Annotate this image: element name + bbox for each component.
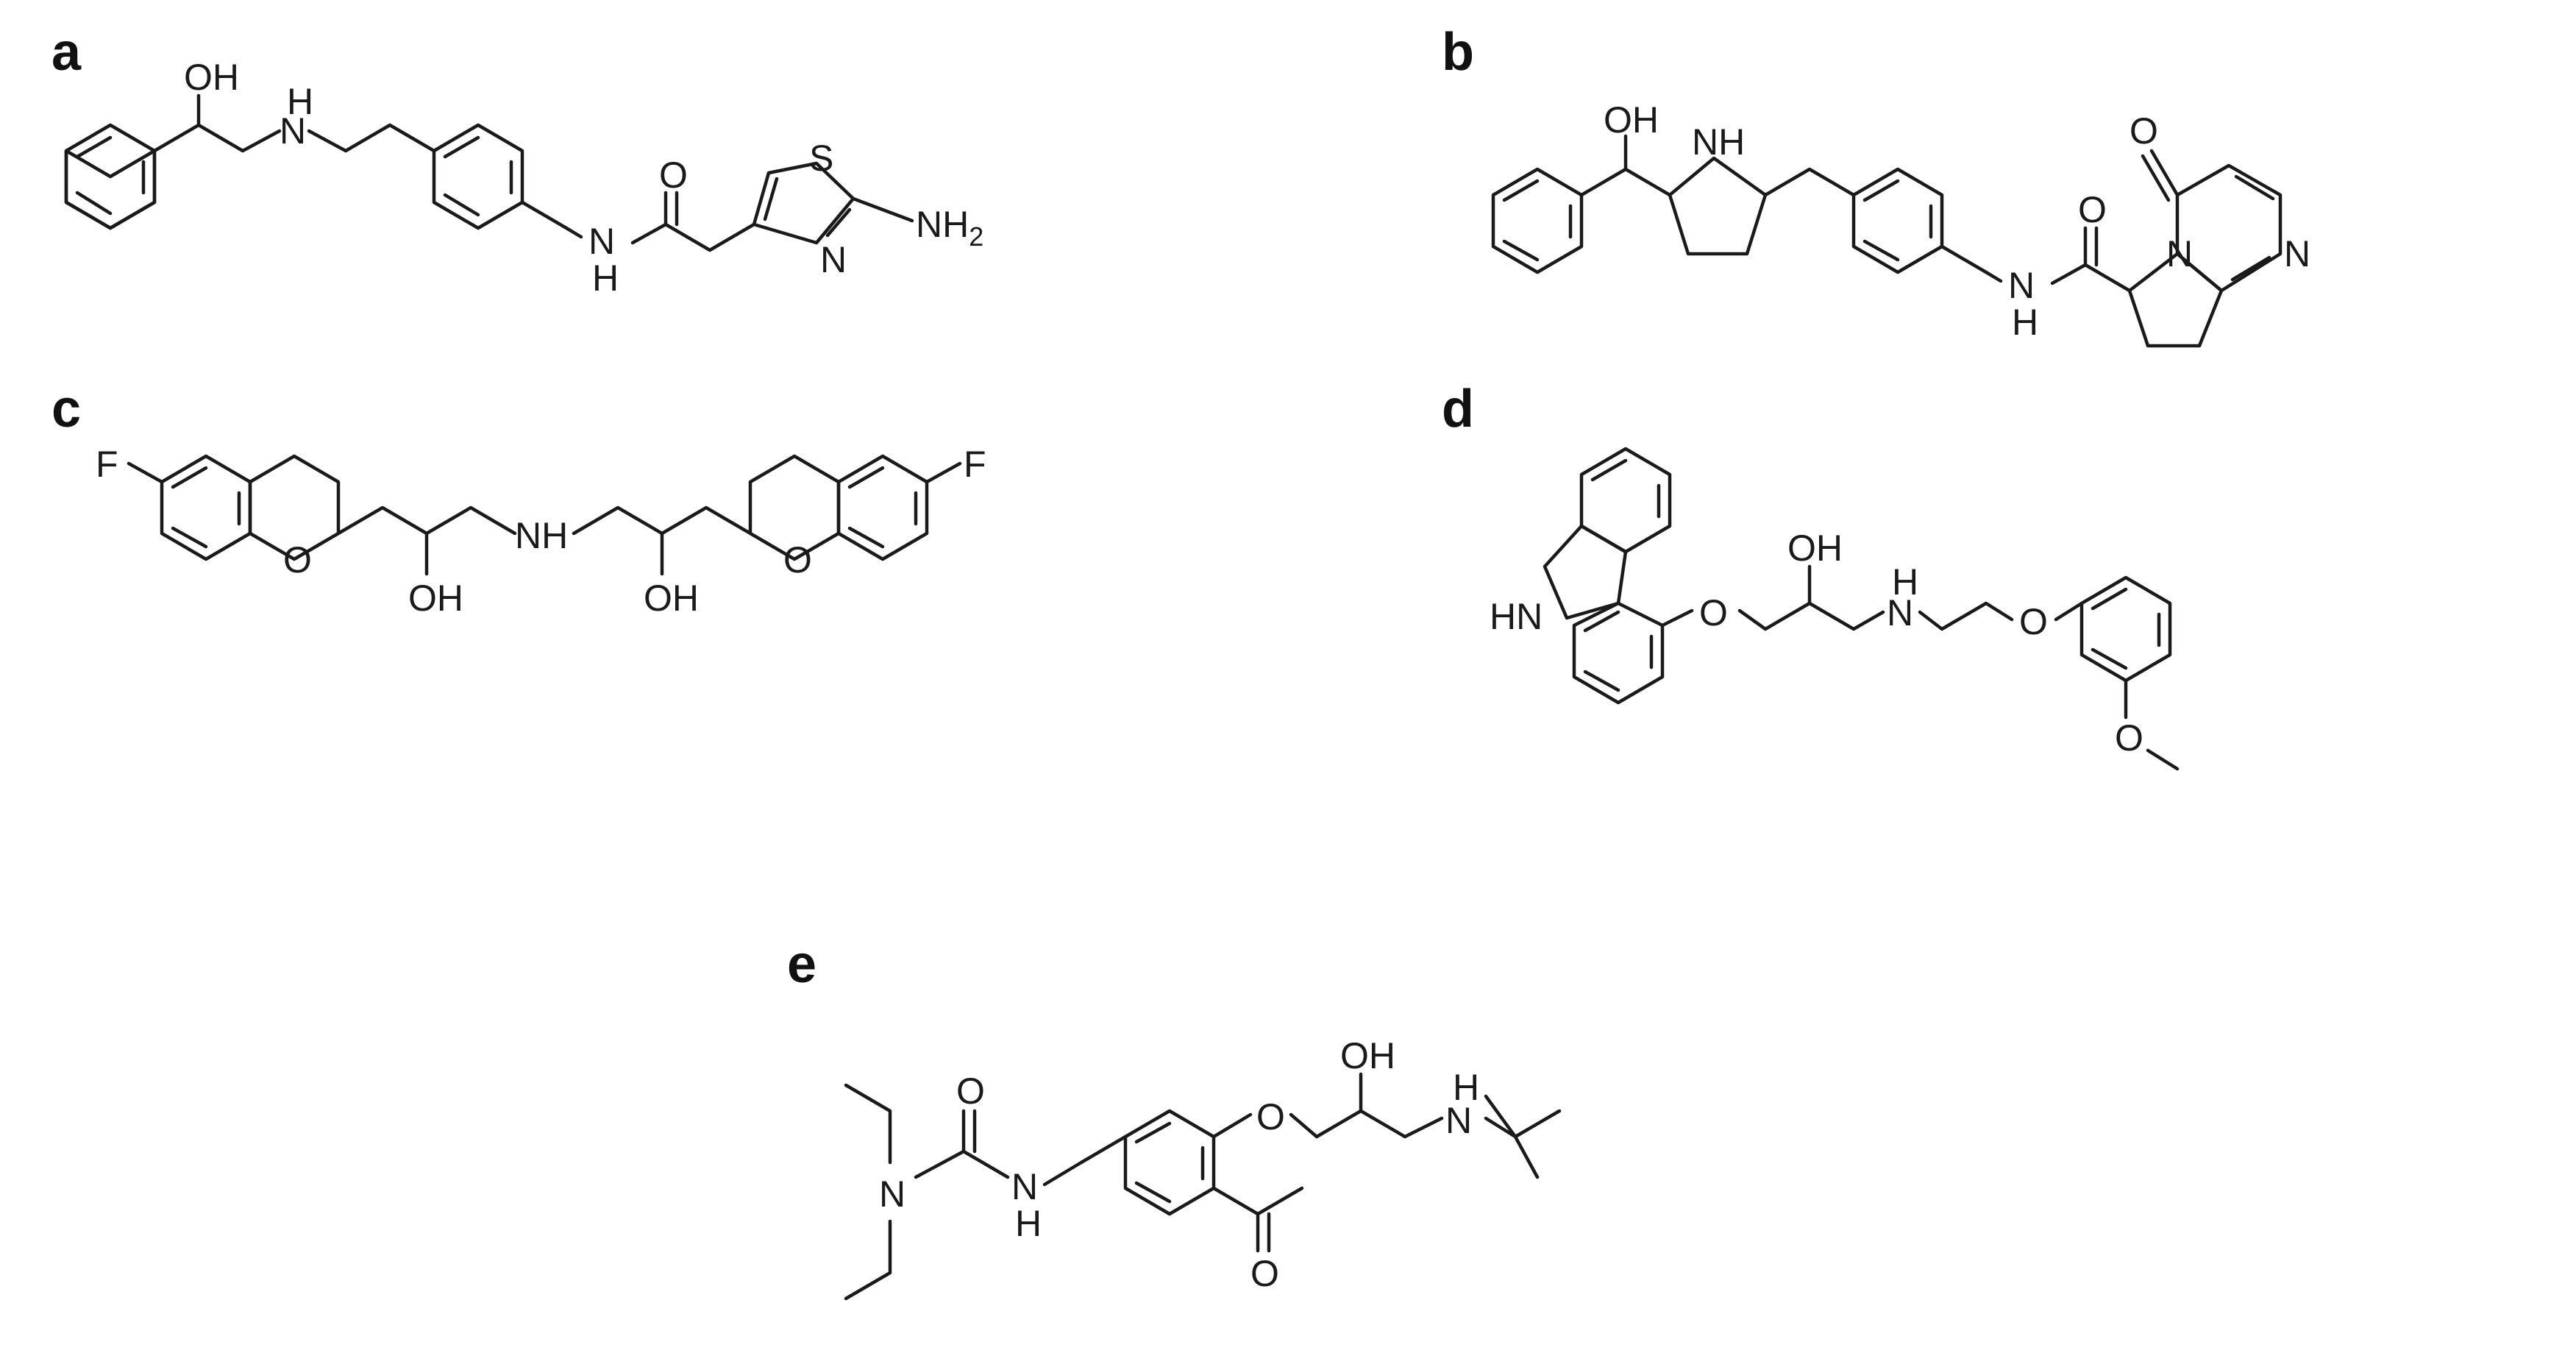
a-chain (152, 123, 436, 153)
e-ethyl-bottom (844, 1219, 892, 1301)
e-o-acetyl: O (1250, 1253, 1279, 1294)
e-benzene-ring (1123, 1109, 1216, 1216)
a-nh2-bond (851, 196, 914, 223)
a-thiazole-double (763, 177, 852, 238)
c-left-benzene (160, 454, 252, 561)
d-methoxy-bond (2124, 678, 2180, 771)
c-right-f-bond (925, 461, 962, 484)
a-carbonyl (663, 191, 679, 227)
d-o-aryl: O (2019, 601, 2048, 642)
b-amide-h: H (2012, 302, 2038, 343)
a-thiazole-ring (752, 161, 855, 245)
c-right-benzene (836, 454, 929, 561)
c-left-f: F (96, 444, 118, 485)
d-hn-label: HN (1490, 596, 1543, 637)
a-amide-chain (520, 200, 756, 252)
e-nh-h: H (1453, 1067, 1479, 1108)
c-oh-right: OH (644, 578, 699, 619)
e-nh-n: N (1445, 1100, 1472, 1141)
panel-label-d: d (1442, 380, 1474, 438)
e-o-urea: O (956, 1070, 985, 1112)
d-top-benzene-double (1590, 458, 1661, 519)
d-bottom-benzene (1572, 601, 1665, 705)
panel-label-c: c (51, 380, 81, 438)
c-oh-left: OH (408, 578, 463, 619)
c-right-o: O (783, 539, 812, 580)
b-ring-n: N (2284, 233, 2310, 274)
b-six-ring-double (2230, 174, 2275, 282)
panel-label-a: a (51, 23, 82, 82)
a-carbonyl-o: O (659, 155, 688, 196)
d-oh-label: OH (1787, 528, 1843, 569)
e-n-urea: N (879, 1173, 905, 1215)
panel-label-e: e (787, 935, 816, 994)
c-right-f: F (964, 444, 986, 485)
a-nh2-label: NH2 (916, 204, 983, 252)
b-bridge-n: N (2166, 233, 2193, 274)
b-chain-1 (1579, 134, 1672, 197)
structure-e: e N O N H O OH H N O (787, 935, 1562, 1301)
e-ethyl-top (844, 1083, 892, 1165)
e-oh-label: OH (1340, 1035, 1395, 1076)
a-amide-n: N (588, 221, 615, 262)
d-nh-n: N (1887, 592, 1913, 633)
b-amide-n: N (2008, 265, 2035, 306)
a-phenyl-double-bonds (75, 135, 146, 216)
e-urea-chain (914, 1109, 1010, 1179)
d-bottom-benzene-double (1583, 610, 1654, 692)
b-oh-label: OH (1604, 99, 1659, 141)
a-n-ring-label: N (820, 239, 847, 280)
b-phenyl-double (1502, 179, 1573, 262)
c-left-f-bond (127, 461, 164, 484)
d-o-ether: O (1699, 592, 1728, 633)
a-nh-n: N (280, 110, 306, 152)
d-pyrrole (1543, 524, 1628, 620)
e-benzene-edge (1079, 1134, 1128, 1165)
e-o-ether: O (1256, 1096, 1285, 1137)
a-phenyl-ring-edge (64, 123, 157, 230)
b-chain-2 (1763, 167, 1856, 197)
c-left-benzene-double (171, 466, 241, 549)
e-benzene-double (1134, 1121, 1205, 1204)
c-left-o: O (283, 539, 312, 580)
a-nh-h: H (287, 81, 313, 122)
structure-c: c F O OH NH OH O F (51, 380, 986, 619)
a-benzene-double-bonds (443, 135, 513, 217)
structure-d: d HN O OH H N O O (1442, 380, 2180, 771)
b-keto (2141, 149, 2180, 202)
structure-a: a OH H N N H O S N NH2 (51, 23, 983, 299)
d-top-benzene (1579, 447, 1672, 554)
d-nh-h: H (1892, 561, 1918, 603)
b-nh-ring-label: NH (1692, 121, 1745, 163)
a-s-label: S (809, 138, 833, 179)
d-anisole-double (2091, 587, 2161, 670)
b-carbonyl (2083, 226, 2099, 267)
c-nh-center: NH (515, 515, 568, 556)
e-nh-urea-h: H (1015, 1203, 1042, 1244)
c-right-benzene-double (847, 466, 918, 549)
d-anisole-ring (2079, 575, 2172, 683)
d-o-methoxy: O (2115, 717, 2143, 759)
b-pyrrolidine-ring (1668, 156, 1768, 256)
b-five-ring (2127, 252, 2224, 348)
a-amide-h: H (592, 258, 619, 299)
b-phenyl-ring (1491, 167, 1584, 274)
e-nh-link (1042, 1160, 1084, 1187)
b-keto-o: O (2130, 110, 2158, 152)
a-benzene-ring (432, 123, 524, 230)
panel-label-b: b (1442, 23, 1474, 82)
b-carbonyl-o: O (2078, 189, 2107, 230)
e-nh-urea-n: N (1011, 1166, 1038, 1207)
structure-b: b OH NH N H O O N N (1442, 23, 2310, 348)
b-benzene-double (1862, 179, 1933, 262)
b-amide-chain (1940, 244, 2132, 293)
b-benzene-ring (1851, 167, 1944, 274)
e-acetyl (1211, 1186, 1304, 1253)
a-phenyl-ring (64, 149, 157, 230)
a-oh-label: OH (184, 57, 239, 98)
